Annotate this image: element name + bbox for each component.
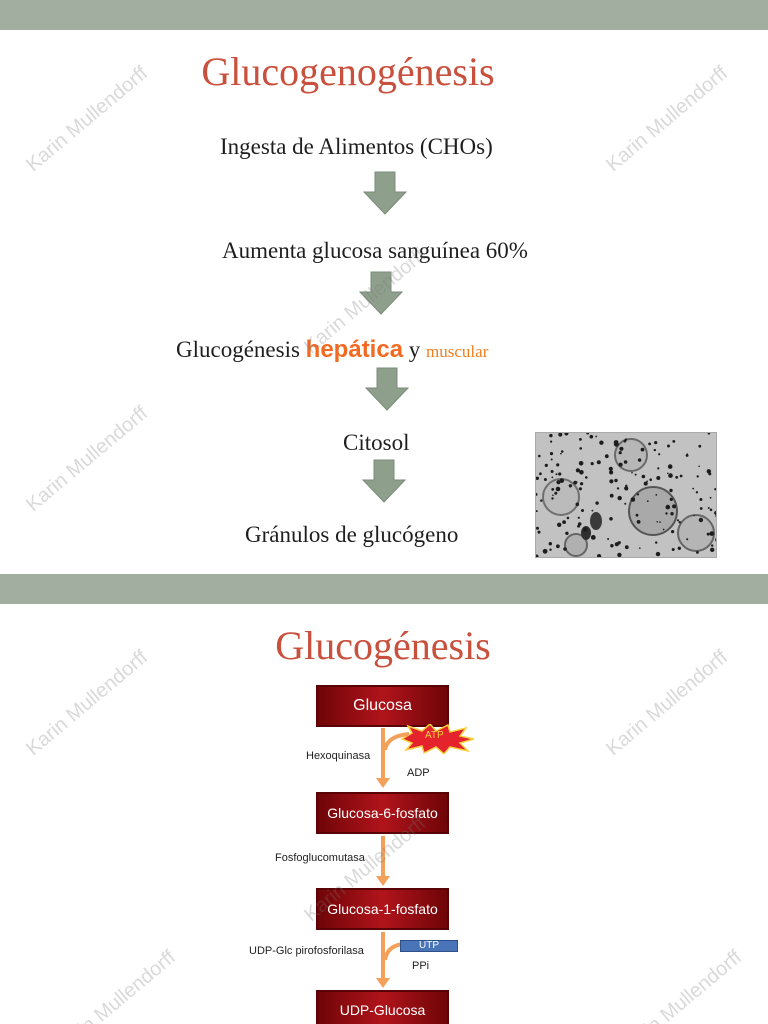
utp-box: UTP [400, 940, 458, 952]
y-text: y [403, 337, 427, 362]
down-arrow-3 [364, 367, 410, 411]
arrow-1-line [381, 728, 385, 780]
atp-burst-icon [400, 724, 475, 754]
slide-1: Glucogenogénesis Ingesta de Alimentos (C… [0, 30, 768, 574]
top-band [0, 0, 768, 30]
down-arrow-4 [361, 459, 407, 503]
fosfoglucomutasa-label: Fosfoglucomutasa [275, 852, 365, 864]
down-arrow-2 [358, 271, 404, 315]
hexoquinasa-label: Hexoquinasa [306, 750, 371, 762]
arrow-3-line [381, 932, 385, 980]
glycogen-micrograph-image [535, 432, 717, 558]
slide-2-title: Glucogénesis [275, 623, 491, 668]
step-glucogenesis: Glucogénesis hepática y muscular [176, 336, 488, 364]
muscular-text: muscular [426, 342, 489, 361]
arrow-2-head [376, 876, 390, 886]
arrow-3-head [376, 978, 390, 988]
middle-band [0, 574, 768, 604]
arrow-1-curve [383, 732, 410, 751]
adp-label: ADP [407, 767, 430, 779]
udp-glucosa-box: UDP-Glucosa [316, 990, 449, 1024]
down-arrow-1 [362, 171, 408, 215]
udp-glc-pirofosforilasa-label: UDP-Glc pirofosforilasa [249, 945, 364, 957]
atp-label: ATP [425, 730, 444, 741]
step-granulos: Gránulos de glucógeno [245, 522, 459, 547]
glucosa-1-fosfato-box: Glucosa-1-fosfato [316, 888, 449, 930]
glucosa-6-fosfato-box: Glucosa-6-fosfato [316, 792, 449, 834]
hepatica-highlight: hepática [305, 336, 404, 363]
arrow-2-line [381, 836, 385, 878]
arrow-1-head [376, 778, 390, 788]
ppi-label: PPi [412, 960, 430, 972]
slide-1-title: Glucogenogénesis [201, 49, 495, 94]
glucogenesis-text: Glucogénesis [176, 337, 306, 362]
step-citosol: Citosol [343, 430, 410, 455]
glucosa-box: Glucosa [316, 685, 449, 727]
step-ingesta: Ingesta de Alimentos (CHOs) [220, 134, 493, 159]
step-glucosa: Aumenta glucosa sanguínea 60% [222, 238, 528, 263]
micrograph-drawing [536, 433, 716, 557]
